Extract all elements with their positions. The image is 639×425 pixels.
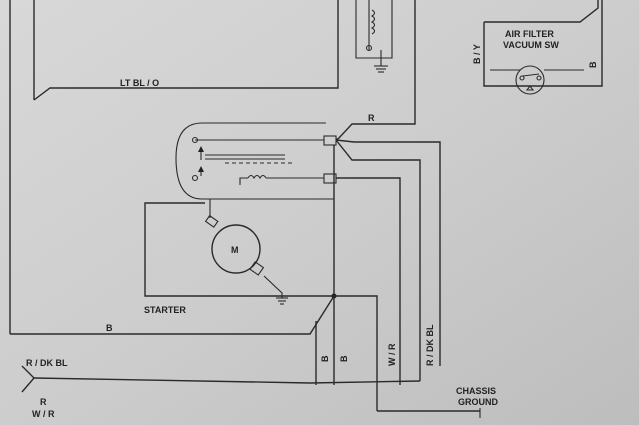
wire-lt-bl-o [33,0,339,101]
left-vertical-wires [9,0,35,334]
label-chassis: CHASSIS [456,386,496,396]
label-ground: GROUND [458,397,498,407]
label-lt-bl-o: LT BL / O [120,78,159,88]
label-vacuum-sw: VACUUM SW [503,40,559,50]
label-air-filter: AIR FILTER [505,29,554,39]
label-b-right: B [588,61,598,68]
label-w-r-left: W / R [32,409,55,419]
label-w-r-vert: W / R [387,343,397,366]
starter-solenoid [175,122,337,200]
label-b-vert-1: B [320,355,330,362]
air-filter-vacuum-switch [483,0,603,95]
label-b-vert-2: B [339,355,349,362]
label-r-dk-bl-left: R / DK BL [26,358,68,368]
coil-relay-top [355,0,393,73]
starter-motor [211,224,288,305]
label-r-left: R [40,397,47,407]
label-starter: STARTER [144,305,186,315]
label-b-y: B / Y [472,44,482,64]
label-r-top: R [368,113,375,123]
label-b-main: B [106,323,113,333]
wire-b-main [10,293,378,385]
starter-body [144,145,335,297]
wire-r-dk-bl-bottom [21,365,481,418]
label-r-dk-bl-vert: R / DK BL [425,324,435,366]
label-motor: M [231,245,239,255]
wire-harness-right [335,139,441,385]
